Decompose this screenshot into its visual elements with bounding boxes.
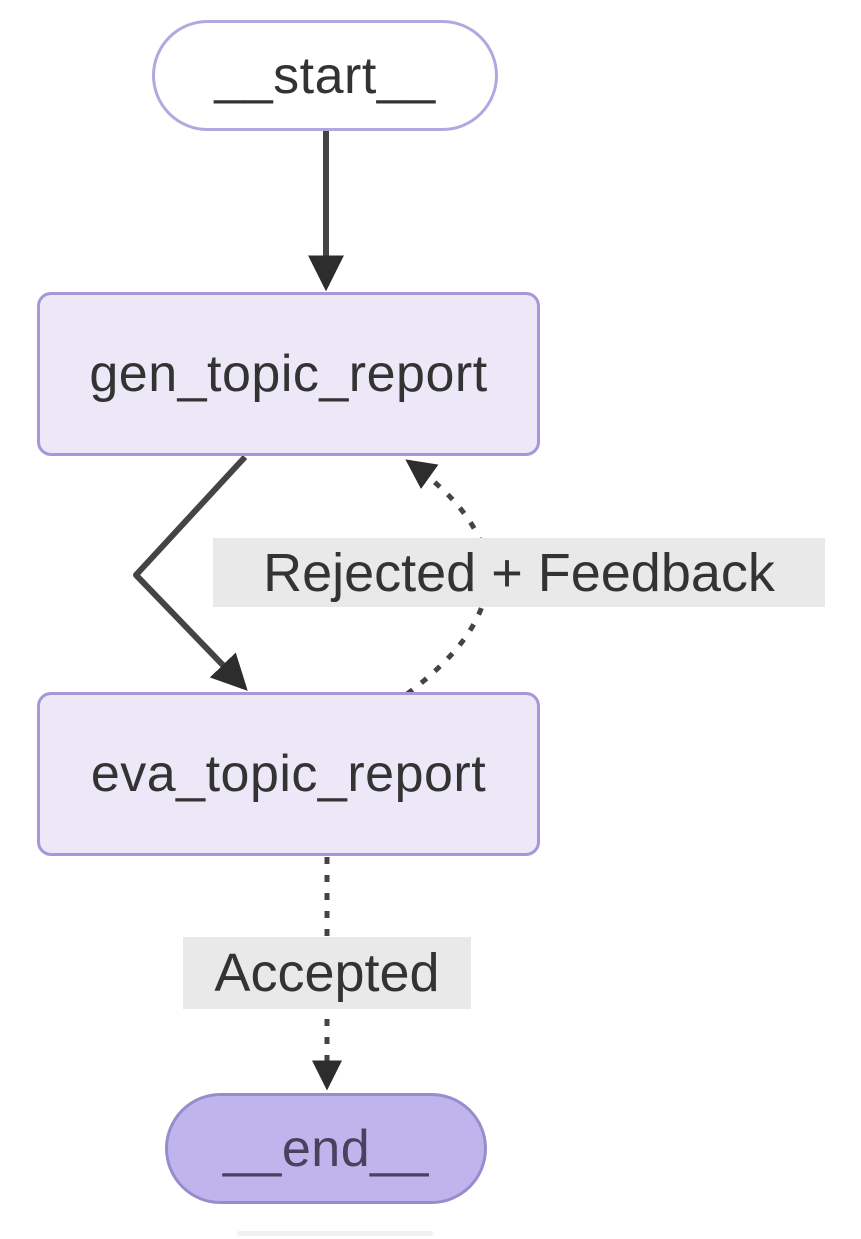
- node-eva-topic-report: eva_topic_report: [37, 692, 540, 856]
- node-eva-topic-report-label: eva_topic_report: [90, 745, 487, 803]
- edge-label-rejected-feedback: Rejected + Feedback: [213, 538, 825, 607]
- node-start: __start__: [152, 20, 498, 131]
- node-gen-topic-report: gen_topic_report: [37, 292, 540, 456]
- edge-label-accepted: Accepted: [183, 937, 471, 1009]
- edge-gen-to-eva: [133, 454, 248, 691]
- cropped-element-bottom: [237, 1231, 433, 1236]
- node-end: __end__: [165, 1093, 487, 1204]
- node-gen-topic-report-label: gen_topic_report: [89, 345, 488, 403]
- node-start-label: __start__: [214, 46, 436, 105]
- node-end-label: __end__: [223, 1119, 429, 1178]
